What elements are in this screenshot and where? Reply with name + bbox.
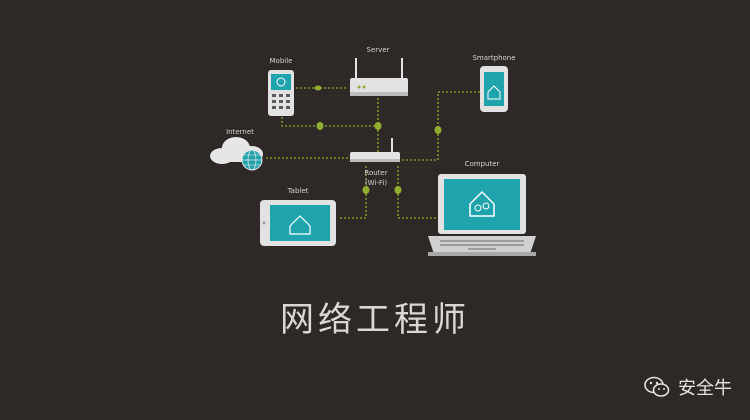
tablet-label: Tablet: [287, 187, 309, 195]
watermark: 安全牛: [644, 374, 732, 400]
link-smartphone-router: [402, 91, 488, 161]
laptop-icon: [428, 174, 536, 256]
internet-label: Internet: [226, 128, 254, 136]
link-node: [374, 122, 382, 130]
mobile-label: Mobile: [270, 57, 293, 65]
router-icon: [350, 138, 400, 162]
link-mobile-router: [281, 117, 378, 127]
link-node: [314, 85, 322, 91]
router-label-line1: Router: [364, 169, 387, 177]
router-label-line2: (Wi-Fi): [365, 179, 387, 187]
link-node: [316, 122, 324, 130]
server-icon: [350, 58, 408, 96]
wechat-icon: [644, 376, 670, 397]
watermark-text: 安全牛: [678, 378, 732, 399]
link-router-tablet: [338, 166, 367, 219]
server-label: Server: [367, 46, 390, 54]
link-node: [394, 186, 402, 194]
computer-label: Computer: [465, 160, 500, 168]
globe-icon: [241, 149, 263, 171]
link-node: [434, 126, 442, 134]
smartphone-label: Smartphone: [472, 54, 515, 62]
link-nodes: [314, 85, 442, 194]
link-node: [362, 186, 370, 194]
mobile-phone-icon: [268, 70, 294, 116]
tablet-icon: [260, 200, 336, 246]
smartphone-icon: [480, 66, 508, 112]
page-title: 网络工程师: [280, 300, 470, 340]
link-router-computer: [397, 166, 436, 219]
